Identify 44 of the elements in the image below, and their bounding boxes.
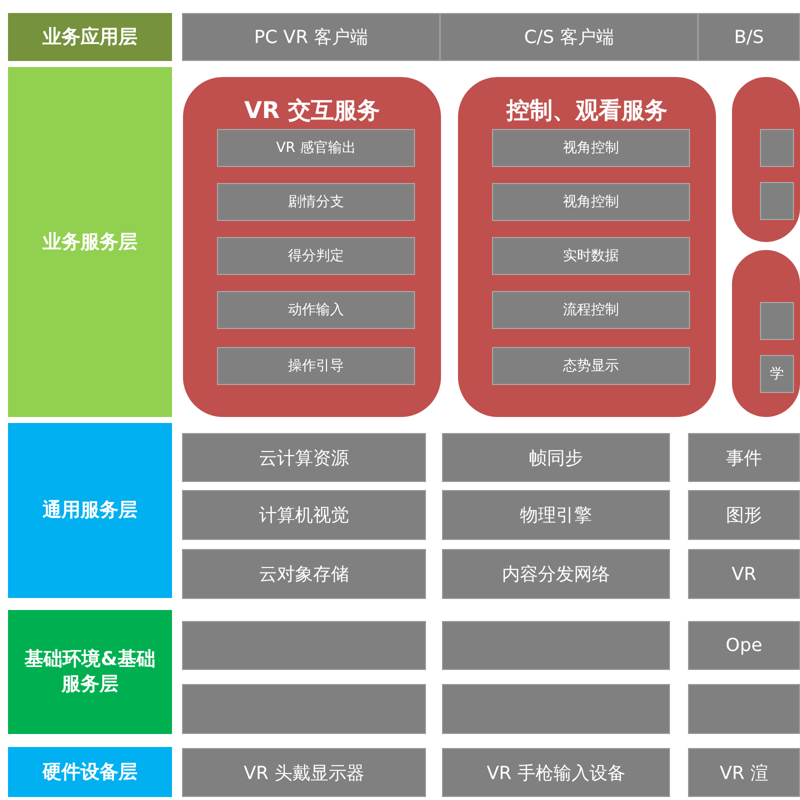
- layer-label: 通用服务层: [8, 423, 172, 598]
- service-box: [442, 621, 670, 670]
- service-box: [760, 182, 794, 220]
- service-box: 云计算资源: [182, 433, 426, 482]
- service-box: [760, 129, 794, 167]
- service-box: VR 手枪输入设备: [442, 748, 670, 797]
- layer-label: 业务应用层: [8, 13, 172, 61]
- layer-label: 硬件设备层: [8, 747, 172, 797]
- service-box: [182, 621, 426, 670]
- service-box: PC VR 客户端: [182, 13, 440, 61]
- service-box: 视角控制: [492, 129, 690, 167]
- service-box: B/S: [698, 13, 800, 61]
- service-box: 云对象存储: [182, 549, 426, 599]
- service-box: 图形: [688, 490, 800, 540]
- service-box: VR 感官输出: [217, 129, 415, 167]
- service-box: 剧情分支: [217, 183, 415, 221]
- service-box: VR 渲: [688, 748, 800, 797]
- layer-label: 基础环境&基础服务层: [8, 610, 172, 734]
- service-box: [688, 684, 800, 734]
- service-box: 实时数据: [492, 237, 690, 275]
- service-panel: [458, 77, 716, 417]
- panel-title: 控制、观看服务: [506, 97, 668, 126]
- service-box: 视角控制: [492, 183, 690, 221]
- service-box: 流程控制: [492, 291, 690, 329]
- service-box: 操作引导: [217, 347, 415, 385]
- service-box: 物理引擎: [442, 490, 670, 540]
- service-box: [182, 684, 426, 734]
- service-box: Ope: [688, 621, 800, 670]
- service-box: VR: [688, 549, 800, 599]
- service-box: VR 头戴显示器: [182, 748, 426, 797]
- service-box: C/S 客户端: [440, 13, 698, 61]
- service-box: 动作输入: [217, 291, 415, 329]
- service-panel: [183, 77, 441, 417]
- service-box: 内容分发网络: [442, 549, 670, 599]
- service-box: [442, 684, 670, 734]
- service-box: 帧同步: [442, 433, 670, 482]
- service-box: 得分判定: [217, 237, 415, 275]
- service-box: 事件: [688, 433, 800, 482]
- panel-title: VR 交互服务: [244, 97, 380, 126]
- service-box: [760, 302, 794, 340]
- service-box: 学: [760, 355, 794, 393]
- service-box: 态势显示: [492, 347, 690, 385]
- layer-label: 业务服务层: [8, 67, 172, 417]
- service-box: 计算机视觉: [182, 490, 426, 540]
